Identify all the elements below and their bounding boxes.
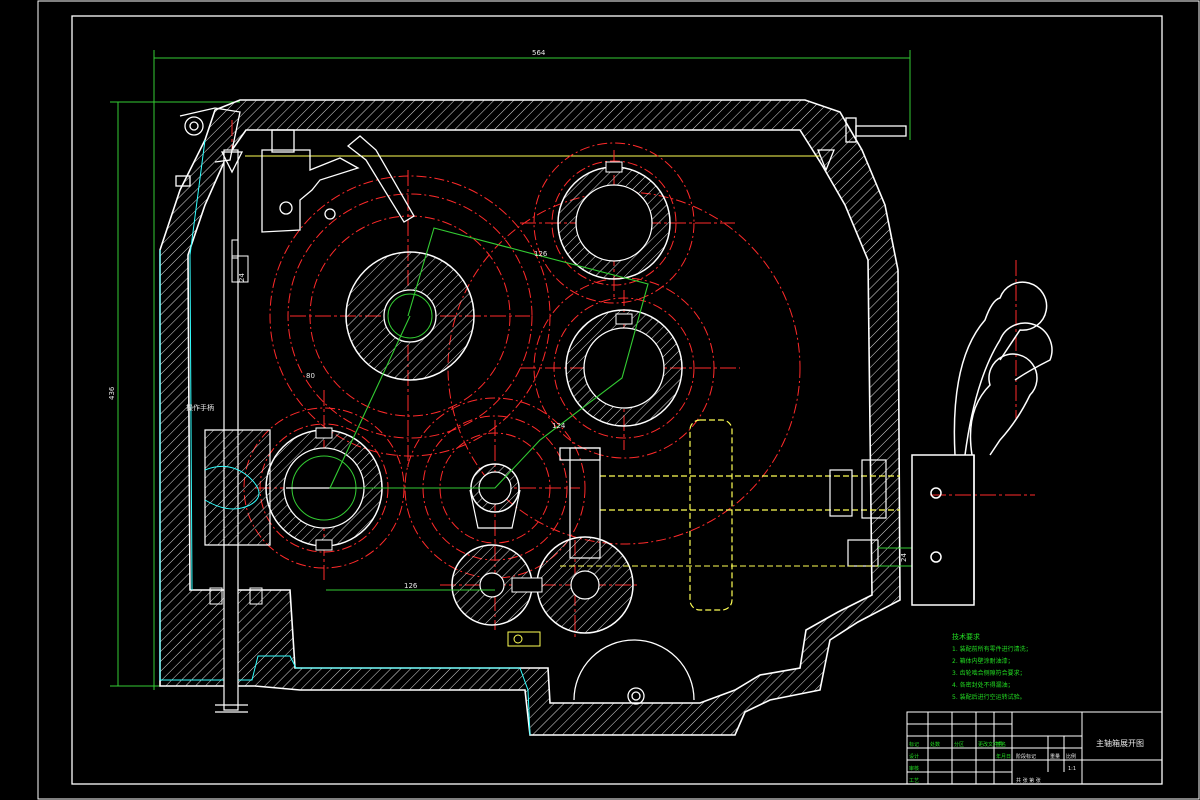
stop-dims [878,547,912,567]
left-spindle-cyan [204,465,260,510]
transmission-link [329,227,649,489]
notes-line-2: 2. 箱体内壁涂耐油漆； [952,657,1014,665]
bottom-bearing [573,639,695,705]
gear-upper-right [557,161,671,280]
stop-left-text: 24 [238,273,246,282]
notes-line-4: 4. 各密封处不得漏油； [952,681,1014,689]
dimension-width [153,50,911,690]
tb-col-label-4: 签名 [996,741,1006,748]
tb-col-label-5: 年月日 [996,753,1011,760]
notes-line-5: 5. 装配后进行空运转试验。 [952,693,1026,701]
tb-row-label-4: 工艺 [909,778,919,784]
tb-row-label-2: 设计 [909,753,919,760]
title-block [906,711,1163,785]
tb-sheet: 共 张 第 张 [1016,777,1041,784]
stop-right-text: 24 [900,553,908,562]
external-handle [911,281,1053,606]
gear-middle-right [565,309,683,427]
tb-col-label-1: 处数 [930,741,940,748]
gear-center [469,463,521,529]
link-dim-b: 80 [306,372,315,380]
title-block-name: 主轴箱展开图 [1096,738,1144,748]
sheet-border-inner [71,15,1163,785]
top-right-pin [817,117,907,172]
link-dim-a: 126 [534,250,548,258]
tb-scale: 1:1 [1068,766,1076,772]
tb-col-label-2: 分区 [954,741,964,748]
notes-line-3: 3. 齿轮啮合侧隙符合要求； [952,669,1026,677]
notes-line-1: 1. 装配前所有零件进行清洗； [952,645,1032,653]
dimension-height-text: 436 [108,386,116,400]
tb-row-label-1: 标记 [909,741,919,748]
tb-row-label-3: 审核 [909,765,919,772]
top-left-bracket [175,107,244,187]
tb-stage-label-3: 比例 [1066,753,1076,760]
technical-notes: 技术要求 1. 装配前所有零件进行清洗； 2. 箱体内壁涂耐油漆； 3. 齿轮啮… [952,632,1032,701]
left-bearing-boss [204,429,271,546]
gear-lower-pair [451,536,634,647]
notes-heading: 技术要求 [952,632,980,641]
output-shaft [559,419,900,611]
sheet-border-outer [37,0,1200,800]
lever-label: 操作手柄 [186,403,214,412]
shift-fork-top [261,129,415,233]
dimension-width-text: 564 [532,49,546,57]
housing-inner-contour [159,139,531,736]
tb-stage-label-2: 重量 [1050,753,1060,760]
link-dim-c: 124 [552,422,566,430]
tb-col-label-3: 更改文件号 [978,741,1003,748]
gear-spindle [265,427,383,551]
bottom-left-plugs [209,587,263,605]
tb-stage-label-1: 阶段标记 [1016,753,1036,760]
bottom-offset-text: 126 [404,582,418,590]
